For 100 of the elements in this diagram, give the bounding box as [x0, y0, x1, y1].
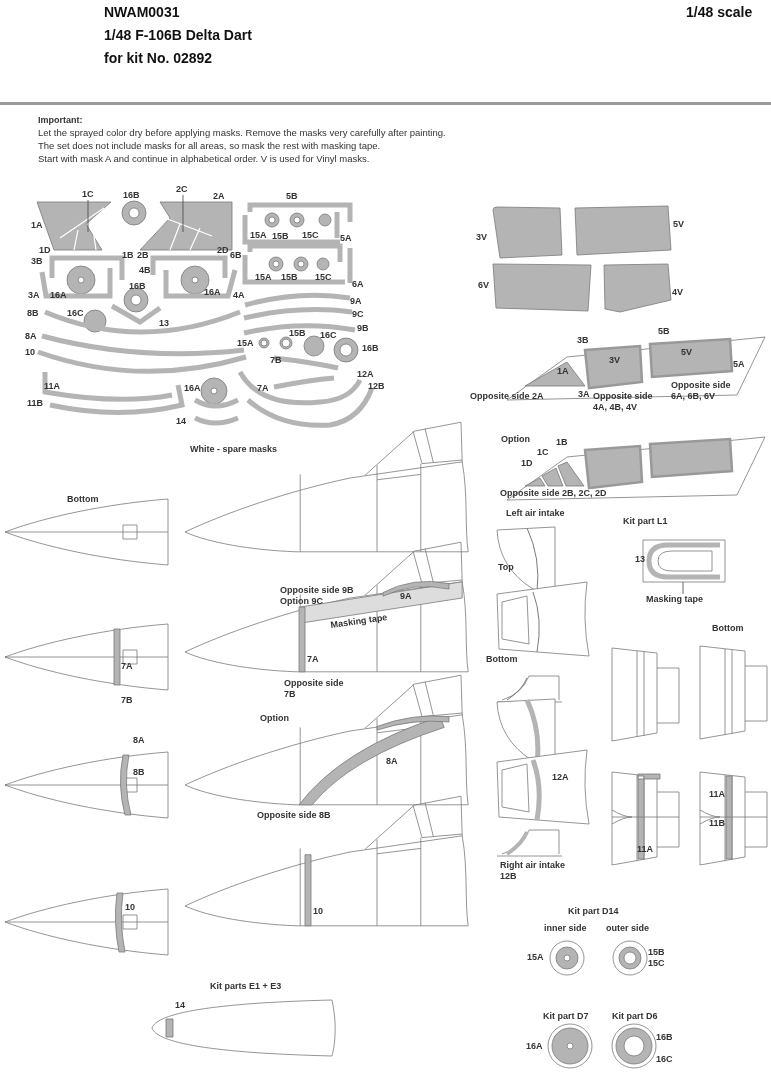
callout-number: 9A [400, 591, 412, 602]
callout-number: 1D [521, 458, 533, 469]
callout-number: 4A [233, 290, 245, 301]
callout-number: 5A [733, 359, 745, 370]
callout-number: 15A [237, 338, 254, 349]
callout-number: 7A [257, 383, 269, 394]
callout-number: 7B [270, 355, 282, 366]
callout-number: 2C [176, 184, 188, 195]
callout-number: 16C [67, 308, 84, 319]
view-label: Right air intake 12B [500, 860, 566, 882]
view-label: Top [498, 562, 514, 573]
view-label: Masking tape [646, 594, 703, 605]
callout-number: 12A [552, 772, 569, 783]
view-label: Opposite side 4A, 4B, 4V [593, 391, 654, 413]
callout-number: 1C [537, 447, 549, 458]
view-label: White - spare masks [190, 444, 278, 455]
callout-number: 5V [681, 347, 692, 358]
callout-number: 10 [25, 347, 35, 358]
callout-number: 16C [656, 1054, 673, 1065]
callout-number: 1A [557, 366, 569, 377]
note-text: Start with mask A and continue in alphabetical order. V is used for Vinyl masks. [38, 153, 370, 164]
callout-number: 11A [637, 844, 653, 855]
callout-number: 14 [176, 416, 186, 427]
callout-number: 15B [272, 231, 289, 242]
callout-number: 16C [320, 330, 337, 341]
heading-text: 1/48 F-106B Delta Dart [104, 27, 252, 44]
callout-number: 7A [121, 661, 133, 672]
callout-number: 5B [286, 191, 298, 202]
callout-number: 13 [635, 554, 645, 565]
view-label: Bottom [486, 654, 518, 665]
callout-number: 3A [28, 290, 40, 301]
callout-number: 9C [352, 309, 364, 320]
callout-number: 15C [302, 230, 319, 241]
callout-number: 16A [184, 383, 201, 394]
callout-number: 1C [82, 189, 94, 200]
callout-number: 15A [250, 230, 267, 241]
callout-number: 2A [213, 191, 225, 202]
callout-number: 8B [27, 308, 39, 319]
callout-number: 13 [159, 318, 169, 329]
view-label: Kit part L1 [623, 516, 668, 527]
view-label: Kit parts E1 + E3 [210, 981, 282, 992]
callout-number: 14 [175, 1000, 185, 1011]
callout-number: 6B [230, 250, 242, 261]
callout-number: 3B [577, 335, 589, 346]
heading-text: 1/48 scale [686, 4, 753, 21]
subtitle-text: for kit No. 02892 [104, 50, 213, 67]
mask-label: Masking tape [330, 612, 388, 631]
view-label: Bottom [712, 623, 744, 634]
view-label: Option [260, 713, 289, 724]
view-label: Opposite side 8B [257, 810, 331, 821]
callout-number: 11A [709, 789, 725, 800]
note-text: Let the sprayed color dry before applying masks. Remove the masks very carefully after painting. [38, 127, 446, 138]
view-label: outer side [606, 923, 649, 934]
callout-number: 8B [133, 767, 145, 778]
callout-number: 16B [656, 1032, 673, 1043]
leader-line [87, 199, 89, 233]
callout-number: 8A [25, 331, 37, 342]
callout-number: 11B [27, 398, 43, 409]
callout-number: 6A [352, 279, 364, 290]
callout-number: 7B [121, 695, 133, 706]
view-label: Left air intake [506, 508, 565, 519]
callout-number: 6V [478, 280, 489, 291]
view-label: Opposite side 6A, 6B, 6V [671, 380, 732, 402]
view-label: Kit part D6 [612, 1011, 658, 1022]
callout-number: 15B [289, 328, 306, 339]
callout-number: 16A [526, 1041, 543, 1052]
callout-number: 16A [204, 287, 221, 298]
callout-number: 2D [217, 245, 229, 256]
heading-text: NWAM0031 [104, 4, 180, 21]
callout-number: 4B [139, 265, 151, 276]
callout-number: 9A [350, 296, 362, 307]
callout-number: 11A [44, 381, 60, 392]
callout-number: 3V [476, 232, 487, 243]
callout-number: 15B [648, 947, 665, 958]
callout-number: 3B [31, 256, 43, 267]
callout-number: 5B [658, 326, 670, 337]
callout-number: 2B [137, 250, 149, 261]
note-text: The set does not include masks for all areas, so mask the rest with masking tape. [38, 140, 381, 151]
view-label: inner side [544, 923, 587, 934]
callout-number: 15B [281, 272, 298, 283]
callout-number: 16B [362, 343, 379, 354]
callout-number: 8A [133, 735, 145, 746]
callout-number: 12A [357, 369, 374, 380]
view-label: Opposite side 9B Option 9C [280, 585, 355, 607]
callout-number: 7A [307, 654, 319, 665]
view-label: Opposite side 2B, 2C, 2D [500, 488, 607, 499]
callout-number: 1B [122, 250, 134, 261]
callout-number: 3V [609, 355, 620, 366]
callout-number: 5V [673, 219, 684, 230]
callout-number: 15C [648, 958, 665, 969]
callout-number: 12B [368, 381, 385, 392]
note-heading: Important: [38, 115, 83, 126]
callout-number: 15A [527, 952, 544, 963]
callout-number: 11B [709, 818, 725, 829]
callout-number: 5A [340, 233, 352, 244]
view-label: Opposite side 7B [284, 678, 345, 700]
callout-number: 8A [386, 756, 398, 767]
callout-number: 10 [313, 906, 323, 917]
view-label: Bottom [67, 494, 99, 505]
callout-number: 10 [125, 902, 135, 913]
